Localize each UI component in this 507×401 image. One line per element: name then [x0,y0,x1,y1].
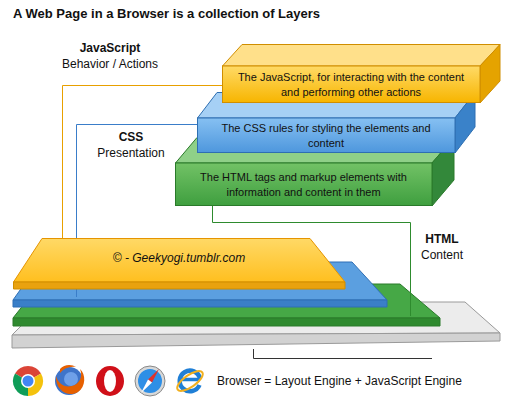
opera-icon [96,366,124,396]
box-top-face [176,138,455,164]
javascript-layer-box: The JavaScript, for interacting with the… [222,66,480,103]
javascript-layer-plate: © - Geekyogi.tumblr.com [13,238,345,289]
css-layer-box: The CSS rules for styling the elements a… [197,118,455,153]
safari-icon [141,380,152,394]
layer-name: CSS [119,130,144,144]
layer-role: Content [421,248,463,262]
ie-icon [174,367,205,394]
diagram-title: A Web Page in a Browser is a collection … [13,6,320,21]
safari-icon [148,369,159,383]
box-front-face [198,118,456,153]
opera-icon [104,370,116,392]
safari-icon [138,369,162,393]
browser-bracket [254,349,433,359]
watermark-text: © - Geekyogi.tumblr.com [13,251,345,265]
firefox-icon [60,365,76,373]
box-front-face [176,163,433,206]
layer-role: Behavior / Actions [62,57,158,71]
css-layer-edge [13,300,387,307]
box-top-face [223,45,501,67]
plate-edge [14,282,346,289]
box-top-face [198,93,476,119]
browser-note: Browser = Layout Engine + JavaScript Eng… [217,374,462,388]
plate-top [14,239,346,283]
layer-description: The JavaScript, for interacting with the… [222,70,480,99]
firefox-icon [64,372,78,386]
layer-name: JavaScript [80,41,141,55]
chrome-icon [21,374,35,388]
box-side-face [480,45,500,104]
box-side-face [432,138,454,207]
layer-role: Presentation [97,146,164,160]
html-layer-box: The HTML tags and markup elements with i… [175,163,432,206]
chrome-icon [23,376,34,387]
layer-description: The CSS rules for styling the elements a… [197,121,455,150]
html-layer-edge [13,318,440,326]
layer-description: The HTML tags and markup elements with i… [175,170,432,199]
browser-layer-edge [12,333,500,348]
layer-name: HTML [425,232,458,246]
box-side-face [455,93,475,154]
safari-icon [135,366,165,396]
box-front-face [223,66,481,103]
